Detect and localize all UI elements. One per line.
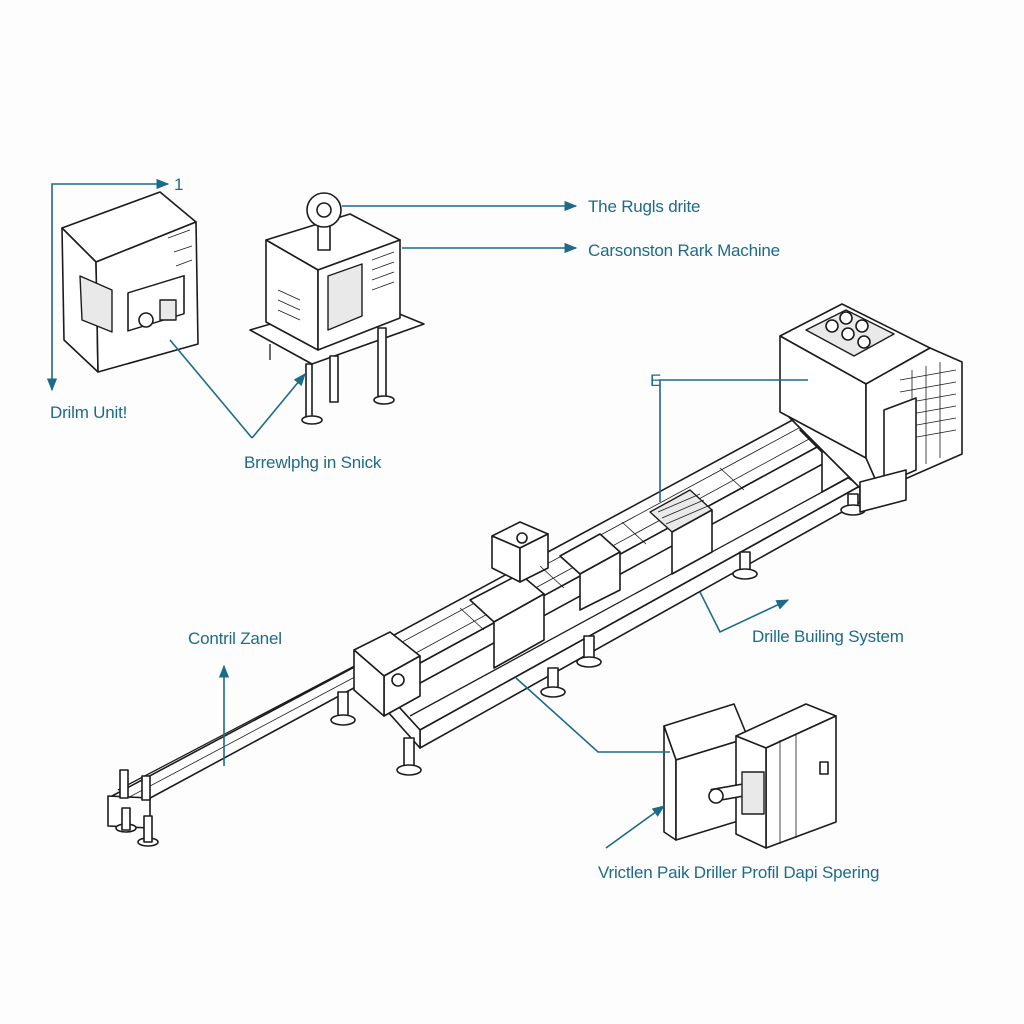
leader-marker-1 <box>46 178 170 392</box>
drilling-rail <box>107 409 866 847</box>
marker-e-label: E <box>650 371 662 390</box>
leader-breweping-2 <box>251 373 306 439</box>
breweping-label: Brrewlphg in Snick <box>244 453 382 472</box>
drille-builing-label: Drille Builing System <box>752 627 904 646</box>
leader-drille-builing <box>699 591 790 634</box>
pump-machine <box>249 192 425 425</box>
drill-unit-cabinet <box>61 191 199 373</box>
leader-vrictlen-2 <box>605 805 666 849</box>
leader-lines <box>46 178 808 849</box>
marker-1-label: 1 <box>174 175 184 194</box>
vrictlen-label: Vrictlen Paik Driller Profil Dapi Sperin… <box>598 863 880 882</box>
driller-cabinet <box>663 703 837 849</box>
drilm-unit-label: Drilm Unit! <box>50 403 128 422</box>
leader-vrictlen <box>515 677 670 753</box>
leader-marker-e <box>659 379 808 502</box>
head-machine <box>779 303 963 513</box>
rugls-drite-label: The Rugls drite <box>588 197 701 216</box>
leader-breweping <box>169 339 253 439</box>
control-panel-label: Contril Zanel <box>188 629 282 648</box>
carsonston-label: Carsonston Rark Machine <box>588 241 780 260</box>
